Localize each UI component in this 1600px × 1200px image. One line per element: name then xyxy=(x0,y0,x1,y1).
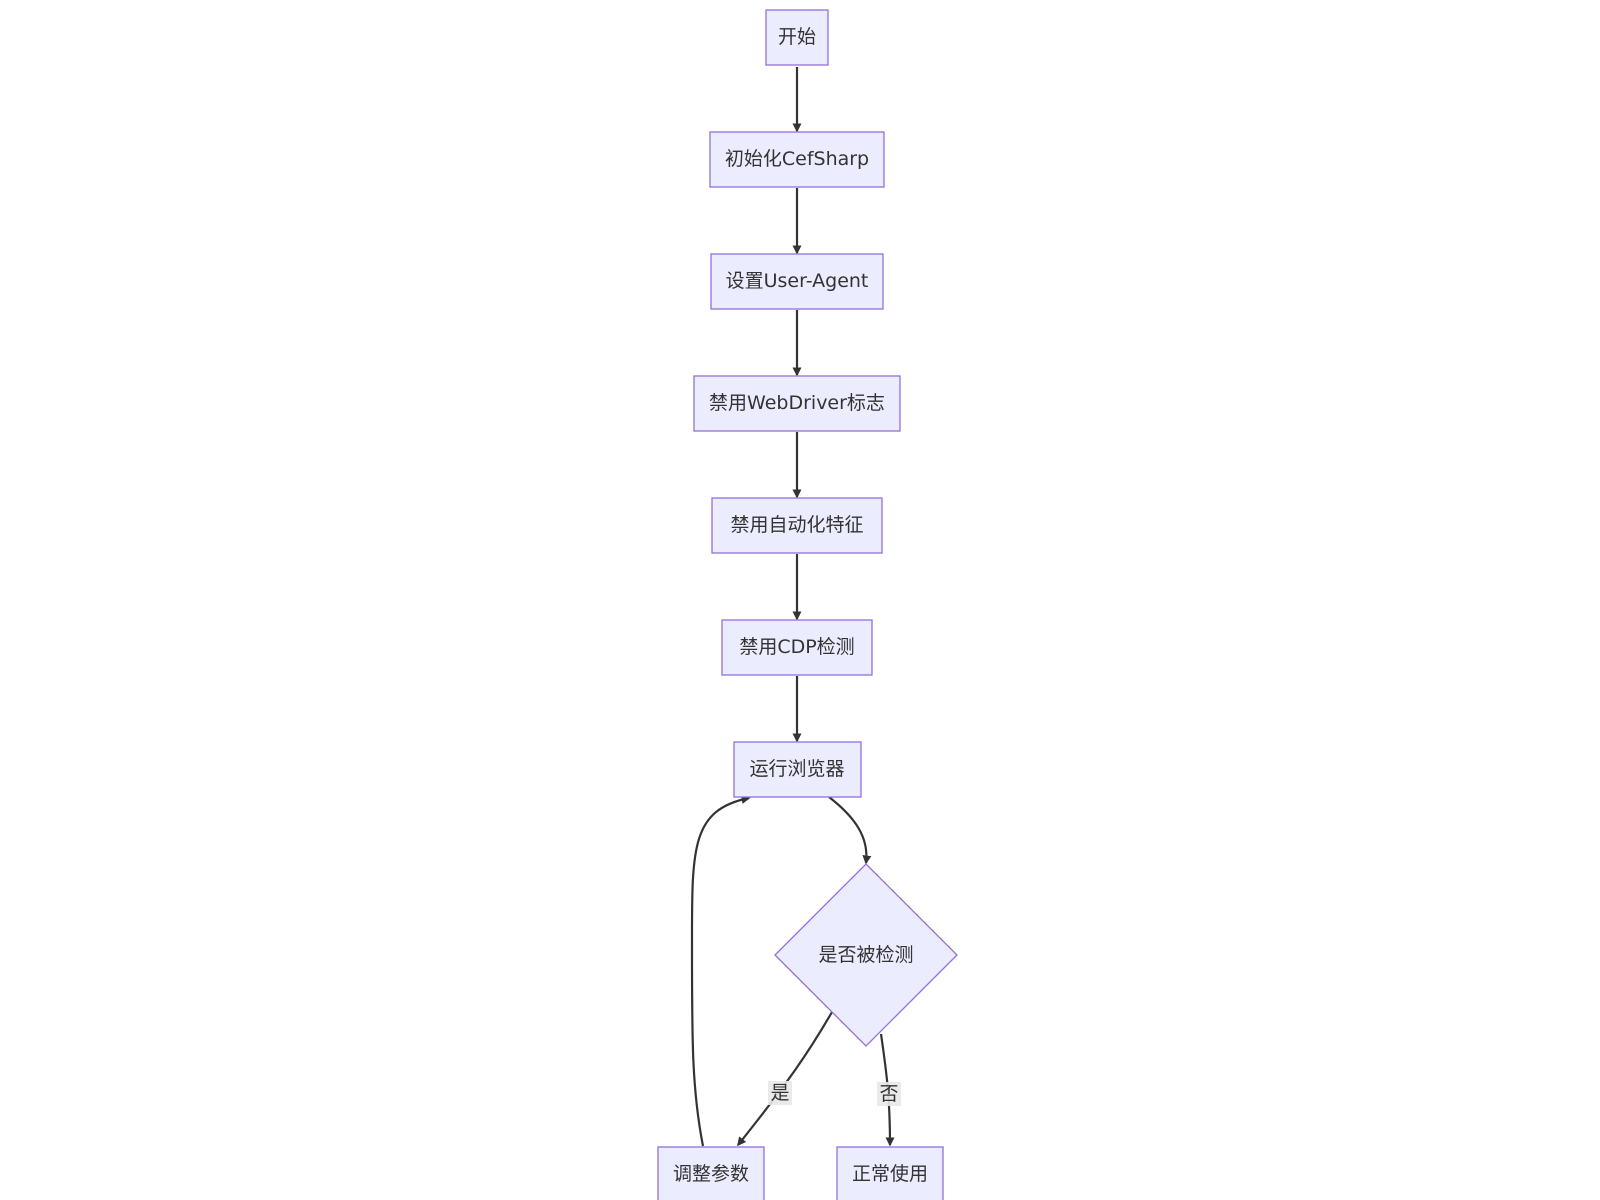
node-run-browser-label: 运行浏览器 xyxy=(749,758,844,780)
node-start-label: 开始 xyxy=(778,26,816,48)
node-start: 开始 xyxy=(765,9,829,66)
node-disable-webdriver-label: 禁用WebDriver标志 xyxy=(709,392,885,414)
node-set-user-agent-label: 设置User-Agent xyxy=(726,270,869,292)
node-disable-webdriver: 禁用WebDriver标志 xyxy=(693,375,901,432)
edge-label-yes: 是 xyxy=(768,1081,792,1105)
node-adjust-params: 调整参数 xyxy=(657,1146,765,1200)
edge-label-no-text: 否 xyxy=(879,1083,898,1105)
node-decision-detected-label: 是否被检测 xyxy=(818,944,913,966)
node-init-cefsharp: 初始化CefSharp xyxy=(709,131,885,188)
node-disable-cdp: 禁用CDP检测 xyxy=(721,619,873,676)
node-set-user-agent: 设置User-Agent xyxy=(710,253,884,310)
node-adjust-params-label: 调整参数 xyxy=(673,1163,749,1185)
edge-label-yes-text: 是 xyxy=(770,1082,789,1104)
node-decision-detected: 是否被检测 xyxy=(774,863,958,1047)
node-normal-use-label: 正常使用 xyxy=(852,1163,928,1185)
node-disable-cdp-label: 禁用CDP检测 xyxy=(739,636,854,658)
node-disable-automation: 禁用自动化特征 xyxy=(711,497,883,554)
edge-adjust-to-runbrowser xyxy=(690,795,751,1147)
edge-decision-yes-to-adjust xyxy=(737,1011,833,1147)
node-disable-automation-label: 禁用自动化特征 xyxy=(730,514,863,536)
node-normal-use: 正常使用 xyxy=(836,1146,944,1200)
edge-runbrowser-to-decision xyxy=(828,796,872,865)
edge-label-no: 否 xyxy=(877,1082,901,1106)
node-init-cefsharp-label: 初始化CefSharp xyxy=(725,148,869,170)
node-run-browser: 运行浏览器 xyxy=(733,741,862,798)
